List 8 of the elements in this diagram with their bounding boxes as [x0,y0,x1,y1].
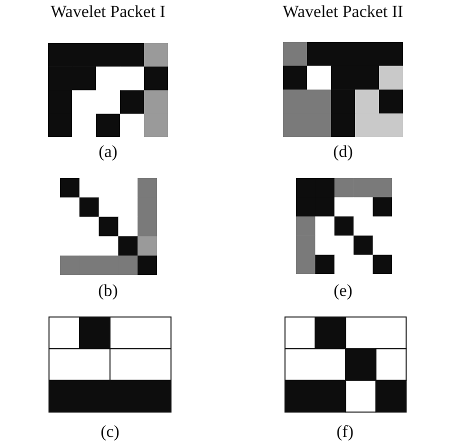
column-heading: Wavelet Packet II [282,2,404,22]
panel-label: (d) [333,142,353,162]
panel-label: (f) [336,422,354,442]
column-heading: Wavelet Packet I [50,2,166,22]
panel-label: (b) [98,281,118,301]
panel-label: (e) [334,281,352,301]
panel-label: (c) [100,422,120,442]
panel-label: (a) [98,142,118,162]
